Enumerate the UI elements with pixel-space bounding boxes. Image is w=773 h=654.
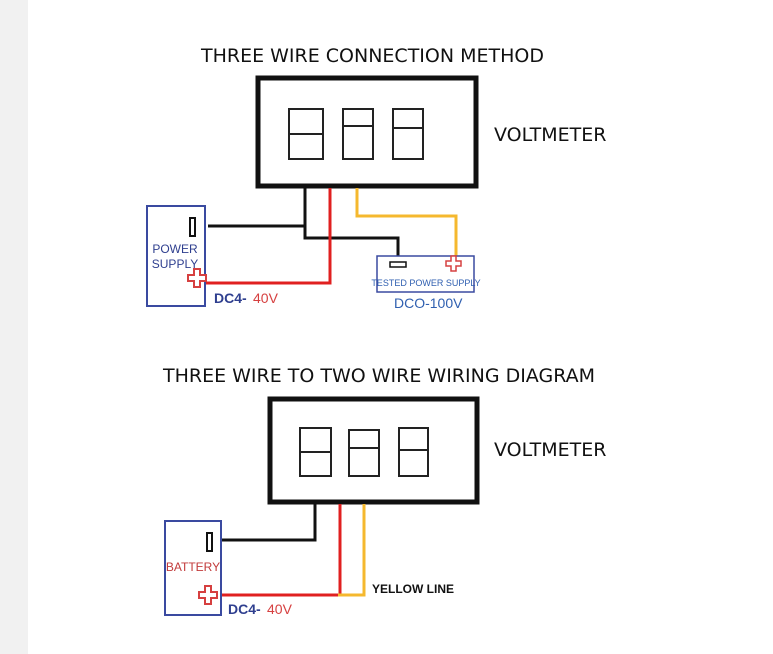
power-label-line1: POWER [152,242,198,256]
diagram2-title: THREE WIRE TO TWO WIRE WIRING DIAGRAM [162,365,595,387]
voltmeter-2-label: VOLTMETER [494,439,606,461]
positive-terminal-icon [445,255,462,272]
voltmeter-1 [255,75,479,189]
seven-segment-display-1 [288,108,424,160]
positive-terminal-icon [198,585,218,605]
voltmeter-2 [267,396,480,505]
tested-power-supply-box: TESTED POWER SUPPLY [371,255,481,293]
negative-terminal-icon [189,217,196,237]
yellow-line-label: YELLOW LINE [372,582,454,596]
yellow-wire-2 [338,504,366,597]
range-prefix-2: DC4- [228,601,261,617]
left-margin-strip [0,0,28,654]
black-wire-3 [222,504,317,542]
tested-label: TESTED POWER SUPPLY [371,278,480,288]
seven-segment-display-2 [299,427,429,477]
battery-label: BATTERY [166,560,220,574]
power-supply-box: POWER SUPPLY [146,205,207,307]
positive-terminal-icon [187,268,207,288]
tested-range: DCO-100V [394,295,463,311]
red-wire-2 [222,504,342,597]
power-label-line2: SUPPLY [152,257,198,271]
range-value-2: 40V [267,601,293,617]
voltmeter-1-label: VOLTMETER [494,124,606,146]
black-wire-1 [208,188,307,228]
yellow-wire-1 [355,188,458,258]
range-prefix-1: DC4- [214,290,247,306]
red-wire-1 [205,188,332,285]
black-wire-2 [303,226,400,258]
battery-box: BATTERY [164,520,222,616]
diagram1-title: THREE WIRE CONNECTION METHOD [200,45,544,67]
range-value-1: 40V [253,290,279,306]
negative-terminal-icon [389,261,407,268]
negative-terminal-icon [206,532,213,552]
